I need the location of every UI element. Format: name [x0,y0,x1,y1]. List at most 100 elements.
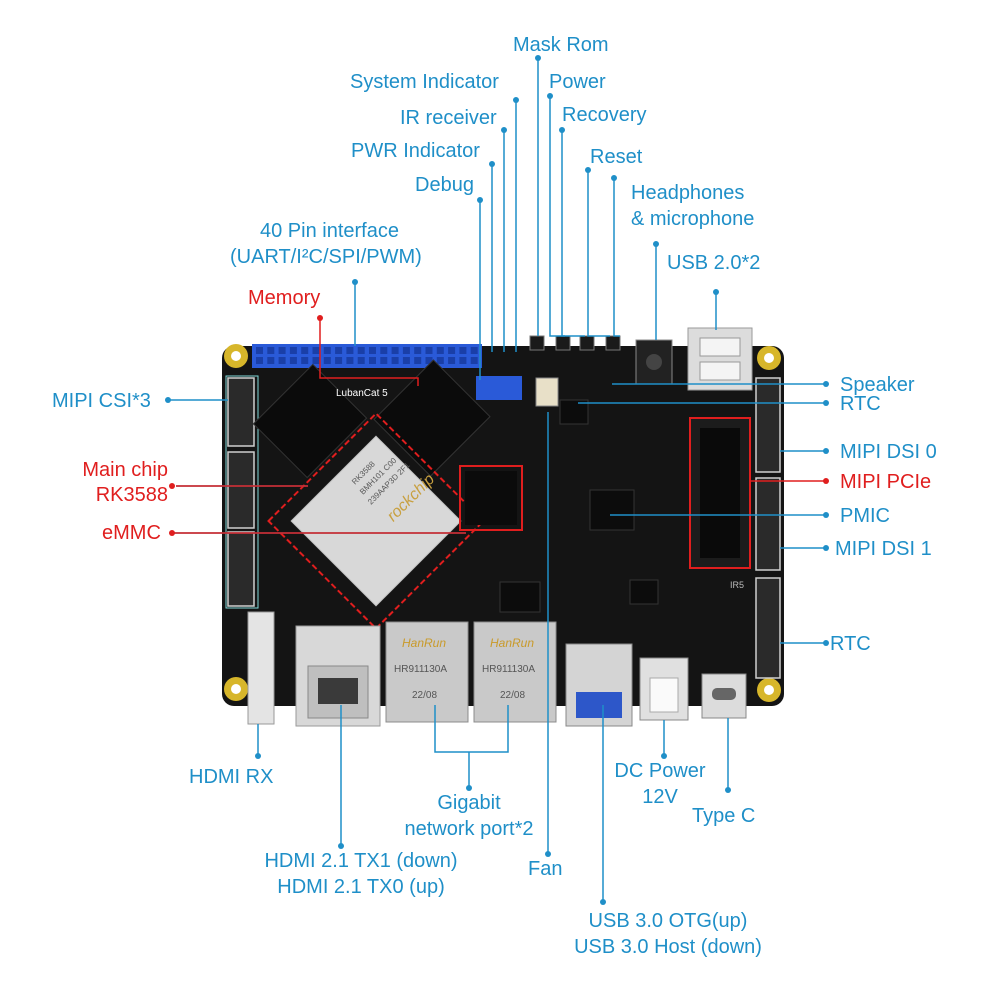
header-pin [346,347,354,354]
header-pin [425,357,433,364]
small-chips [499,399,659,613]
dc-jack [639,657,689,721]
header-pin [323,357,331,364]
header-pin [369,357,376,364]
buttons [529,335,621,351]
brand-logo: LubanCat 5 [336,388,388,399]
header-pin [312,357,320,364]
eth2-brand: HanRun [490,636,535,650]
type-c-port [701,673,747,719]
label-rtc-top: RTC [840,393,881,415]
label-gigabit-1: Gigabit [437,792,501,814]
label-mipi-dsi1: MIPI DSI 1 [835,538,932,560]
label-fan: Fan [528,858,563,880]
ethernet-ports [385,621,557,723]
pcb [222,346,784,706]
eth1-date: 22/08 [412,690,438,701]
label-pwr-indicator: PWR Indicator [351,140,480,162]
label-power: Power [549,71,606,93]
label-40pin-1: 40 Pin interface [260,220,399,242]
label-ir-receiver: IR receiver [400,107,497,129]
header-pin [267,347,275,354]
eth1-brand: HanRun [402,636,447,650]
header-pin [278,347,286,354]
header-pin [289,347,297,354]
mipi-dsi-connectors [755,377,781,679]
header-pin [335,357,343,364]
fan-connector [535,377,559,407]
label-gigabit-2: network port*2 [404,818,534,840]
hdmi-tx-port [295,625,381,727]
label-memory: Memory [248,287,321,309]
audio-jack [635,339,673,385]
label-mask-rom: Mask Rom [513,34,609,56]
gpio-header [252,344,482,368]
usb30-port [565,643,633,727]
eth1-model: HR911130A [394,664,447,675]
mounting-holes [224,344,781,702]
header-pin [402,347,410,354]
usb20-port [687,327,753,391]
header-pin [369,347,376,354]
label-headphones-2: & microphone [631,208,755,230]
header-pin [436,357,444,364]
label-type-c: Type C [692,805,756,827]
header-pin [380,357,388,364]
header-pin [267,357,275,364]
label-hdmi-tx-2: HDMI 2.1 TX0 (up) [277,876,445,898]
label-emmc: eMMC [102,522,161,544]
label-pmic: PMIC [840,505,890,527]
eth2-model: HR911130A [482,664,535,675]
label-headphones-1: Headphones [631,182,745,204]
header-pin [459,357,467,364]
header-pin [380,347,388,354]
pcie-slot [689,417,751,569]
header-pin [289,357,297,364]
label-debug: Debug [415,174,474,196]
header-pin [357,357,365,364]
header-pin [323,347,331,354]
memory-chips [252,359,491,479]
mipi-csi-connectors [225,375,259,609]
header-pin [425,347,433,354]
label-main-chip-1: Main chip [82,459,168,481]
label-40pin-2: (UART/I²C/SPI/PWM) [230,246,422,268]
label-mipi-pcie: MIPI PCIe [840,471,932,493]
board-mark: IR5 [730,580,745,590]
header-pin [301,357,309,364]
label-dc-power-1: DC Power [614,760,706,782]
label-hdmi-tx-1: HDMI 2.1 TX1 (down) [264,850,458,872]
header-pin [448,357,456,364]
label-rtc-bottom: RTC [830,633,871,655]
header-pin [470,357,478,364]
label-system-indicator: System Indicator [350,71,499,93]
header-pin [357,347,365,354]
label-usb20: USB 2.0*2 [667,252,761,274]
header-pin [459,347,467,354]
label-hdmi-rx: HDMI RX [189,766,274,788]
label-reset: Reset [590,146,643,168]
header-pin [346,357,354,364]
header-pin [436,347,444,354]
header-pin [256,357,263,364]
label-speaker: Speaker [840,374,915,396]
header-pin [414,347,422,354]
label-main-chip-2: RK3588 [95,484,168,506]
header-pin [312,347,320,354]
header-pin [301,347,309,354]
emmc-chip [459,465,523,531]
header-pin [391,357,399,364]
label-mipi-dsi0: MIPI DSI 0 [840,441,937,463]
header-pin [402,357,410,364]
label-usb30-1: USB 3.0 OTG(up) [588,910,748,932]
soc-chip [267,412,485,630]
label-recovery: Recovery [562,104,647,126]
label-usb30-2: USB 3.0 Host (down) [574,936,762,958]
hdmi-rx-port [247,611,275,725]
label-dc-power-2: 12V [642,786,678,808]
debug-header [476,376,522,400]
header-pin [256,347,263,354]
header-pin [391,347,399,354]
eth2-date: 22/08 [500,690,526,701]
